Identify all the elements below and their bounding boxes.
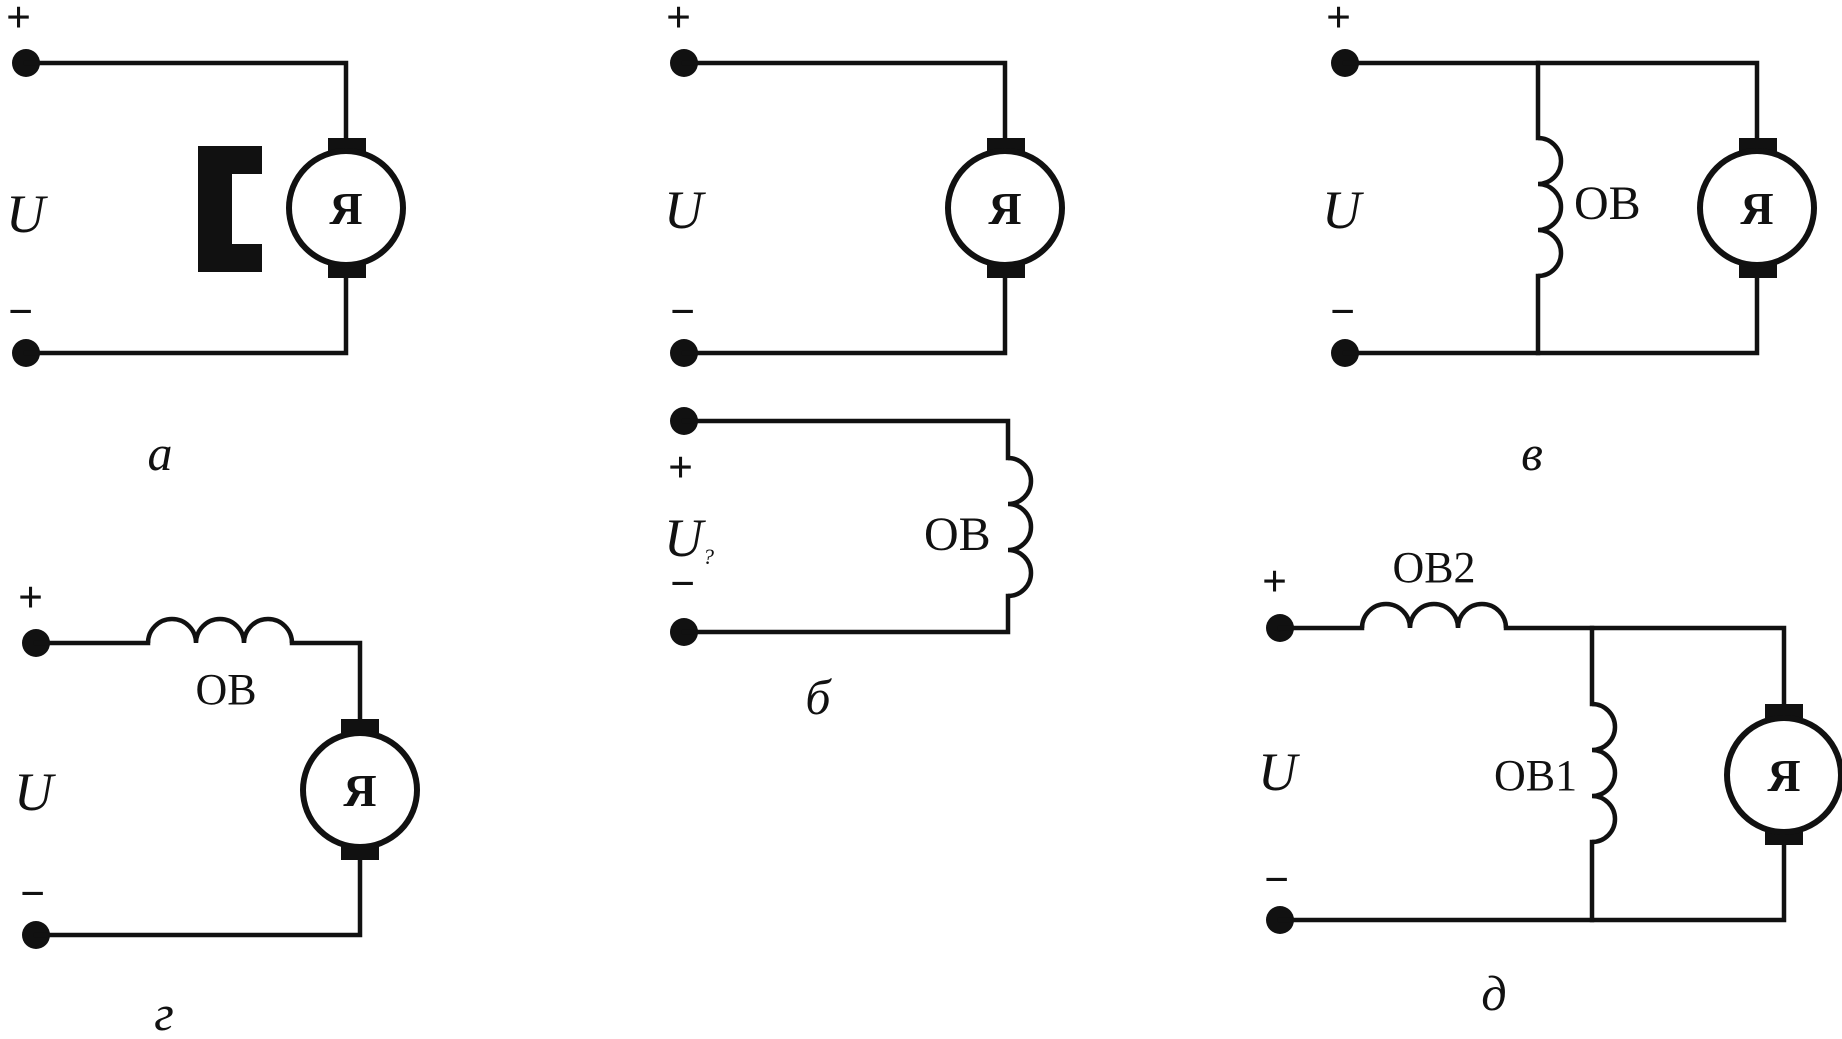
series-winding-label: ОВ2	[1392, 543, 1475, 592]
wire-top	[23, 60, 349, 143]
armature-symbol: Я	[1724, 704, 1842, 845]
field-minus-sign: −	[670, 559, 695, 608]
voltage-label: U	[1258, 742, 1300, 802]
field-winding-label: ОВ	[924, 508, 991, 561]
panel-g: + − U ОВ Я г	[14, 573, 420, 1039]
voltage-label: U	[14, 762, 56, 822]
panel-b: + − U Я + − U? ОВ б	[664, 0, 1065, 725]
field-winding-coil	[1537, 135, 1564, 279]
plus-sign: +	[1326, 0, 1351, 42]
wire-bottom	[681, 273, 1008, 356]
armature-symbol: Я	[945, 138, 1065, 278]
field-winding-coil	[1007, 455, 1034, 599]
plus-sign: +	[1262, 557, 1287, 606]
field-wire-top	[681, 418, 1011, 461]
panel-a: + − U Я а	[6, 0, 406, 481]
armature-label: Я	[329, 183, 362, 234]
field-voltage-label: U?	[664, 508, 714, 569]
caption-d: д	[1481, 965, 1506, 1021]
armature-label: Я	[988, 183, 1021, 234]
shunt-winding-label: ОВ1	[1494, 751, 1577, 800]
plus-sign: +	[6, 0, 31, 42]
caption-g: г	[154, 985, 174, 1034]
minus-sign: −	[1330, 287, 1355, 336]
armature-symbol: Я	[300, 719, 420, 860]
field-winding-label: ОВ	[195, 665, 256, 714]
minus-sign: −	[20, 869, 45, 918]
plus-sign: +	[18, 573, 43, 622]
armature-label: Я	[343, 765, 376, 816]
wire-bottom	[1342, 273, 1760, 356]
shunt-winding-coil	[1591, 701, 1618, 845]
caption-b: б	[805, 669, 832, 725]
panel-d: + − U ОВ2 ОВ1 Я д	[1258, 543, 1842, 1021]
series-winding-coil	[145, 616, 295, 644]
wire-bottom	[23, 273, 349, 356]
series-winding-coil	[1359, 601, 1509, 629]
caption-v: в	[1521, 425, 1543, 481]
caption-a: а	[148, 425, 173, 481]
wire-bottom	[1277, 840, 1787, 923]
wire-top	[681, 60, 1008, 143]
minus-sign: −	[1264, 855, 1289, 904]
minus-sign: −	[670, 287, 695, 336]
wire-top	[1503, 625, 1787, 710]
armature-symbol: Я	[1697, 138, 1817, 278]
field-winding-label: ОВ	[1574, 177, 1641, 230]
voltage-label: U	[664, 180, 706, 240]
field-wire-bottom	[681, 593, 1011, 635]
permanent-magnet	[198, 146, 262, 272]
minus-sign: −	[8, 287, 33, 336]
armature-label: Я	[1740, 183, 1773, 234]
wire-to-armature	[289, 640, 363, 725]
armature-symbol: Я	[286, 138, 406, 278]
voltage-label: U	[6, 184, 48, 244]
wire-top	[1342, 60, 1760, 143]
plus-sign: +	[666, 0, 691, 42]
armature-label: Я	[1767, 750, 1800, 801]
voltage-label: U	[1322, 180, 1364, 240]
field-plus-sign: +	[668, 443, 693, 492]
wire-bottom	[33, 855, 363, 938]
panel-v: + − U ОВ Я в	[1322, 0, 1817, 481]
